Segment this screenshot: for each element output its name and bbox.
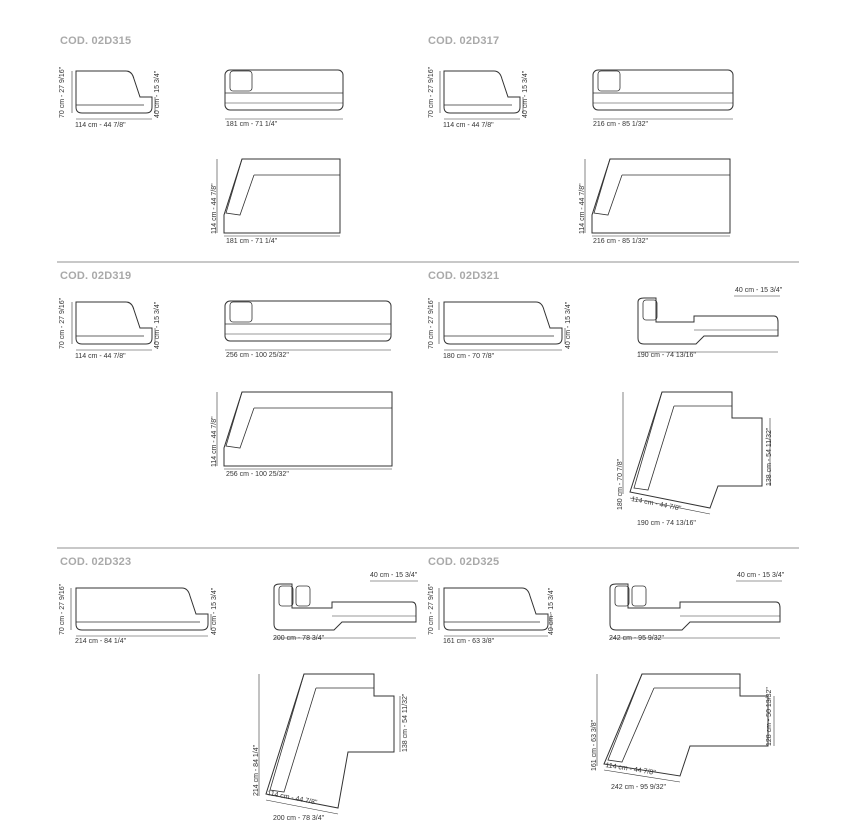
dim-front-height: 70 cm - 27 9/16"	[59, 66, 66, 118]
section-divider	[57, 547, 799, 549]
dim-long-width: 242 cm - 95 9/32"	[609, 635, 665, 642]
plan-view	[262, 670, 412, 816]
dim-side-height: 40 cm - 15 3/4"	[211, 587, 218, 635]
section-code: COD. 02D315	[60, 35, 132, 47]
dim-front-height: 70 cm - 27 9/16"	[428, 66, 435, 118]
dim-front-width: 161 cm - 63 3/8"	[443, 638, 495, 645]
dim-front-height: 70 cm - 27 9/16"	[428, 297, 435, 349]
section-code: COD. 02D321	[428, 270, 500, 282]
dim-plan-width: 216 cm - 85 1/32"	[593, 238, 649, 245]
dim-side-height: 40 cm - 15 3/4"	[154, 70, 161, 118]
side-elevation	[590, 65, 736, 121]
front-elevation	[68, 65, 158, 121]
dim-side-height: 40 cm - 15 3/4"	[565, 301, 572, 349]
section-code: COD. 02D325	[428, 556, 500, 568]
dim-plan-right: 138 cm - 54 11/32"	[766, 427, 773, 486]
plan-view	[220, 388, 396, 470]
dim-front-width: 180 cm - 70 7/8"	[443, 353, 495, 360]
dim-long-width: 190 cm - 74 13/16"	[637, 352, 696, 359]
dim-front-height: 70 cm - 27 9/16"	[59, 297, 66, 349]
dim-plan-depth: 114 cm - 44 7/8"	[579, 183, 586, 234]
dim-plan-depth: 114 cm - 44 7/8"	[211, 416, 218, 467]
side-elevation	[222, 296, 394, 352]
side-elevation	[222, 65, 346, 121]
dim-plan-left: 214 cm - 84 1/4"	[253, 744, 260, 796]
dim-front-width: 114 cm - 44 7/8"	[75, 122, 126, 129]
dim-front-height: 70 cm - 27 9/16"	[59, 583, 66, 635]
dim-top-depth: 40 cm - 15 3/4"	[737, 572, 785, 579]
plan-view	[600, 670, 786, 788]
dim-top-depth: 40 cm - 15 3/4"	[370, 572, 418, 579]
front-elevation	[68, 582, 214, 638]
section-code: COD. 02D319	[60, 270, 132, 282]
dim-plan-width: 181 cm - 71 1/4"	[226, 238, 278, 245]
dim-plan-depth: 114 cm - 44 7/8"	[211, 183, 218, 234]
dim-front-width: 114 cm - 44 7/8"	[443, 122, 494, 129]
section-code: COD. 02D323	[60, 556, 132, 568]
dim-plan-right: 128 cm - 50 13/32"	[766, 687, 773, 746]
dim-plan-width: 256 cm - 100 25/32"	[226, 471, 289, 478]
plan-view	[220, 155, 344, 237]
dim-plan-bottom: 190 cm - 74 13/16"	[637, 520, 696, 527]
dim-plan-left: 180 cm - 70 7/8"	[617, 458, 624, 510]
front-elevation	[68, 296, 158, 352]
section-code: COD. 02D317	[428, 35, 500, 47]
side-elevation	[270, 580, 420, 640]
dim-front-width: 114 cm - 44 7/8"	[75, 353, 126, 360]
dim-side-height: 40 cm - 15 3/4"	[154, 301, 161, 349]
dim-plan-bottom: 242 cm - 95 9/32"	[611, 784, 667, 791]
dim-plan-left: 161 cm - 63 3/8"	[591, 719, 598, 771]
dim-plan-right: 138 cm - 54 11/32"	[402, 693, 409, 752]
front-elevation	[436, 296, 568, 352]
front-elevation	[436, 65, 526, 121]
dim-top-depth: 40 cm - 15 3/4"	[735, 287, 783, 294]
plan-view	[626, 388, 786, 512]
side-elevation	[634, 294, 782, 354]
dim-long-width: 216 cm - 85 1/32"	[593, 121, 649, 128]
dim-side-height: 40 cm - 15 3/4"	[522, 70, 529, 118]
dim-plan-bottom: 200 cm - 78 3/4"	[273, 815, 325, 822]
dim-front-height: 70 cm - 27 9/16"	[428, 583, 435, 635]
side-elevation	[606, 580, 784, 640]
dim-side-height: 40 cm - 15 3/4"	[548, 587, 555, 635]
dim-front-width: 214 cm - 84 1/4"	[75, 638, 127, 645]
dim-long-width: 200 cm - 78 3/4"	[273, 635, 325, 642]
section-divider	[57, 261, 799, 263]
dim-long-width: 256 cm - 100 25/32"	[226, 352, 289, 359]
front-elevation	[436, 582, 554, 638]
dim-long-width: 181 cm - 71 1/4"	[226, 121, 278, 128]
plan-view	[588, 155, 734, 237]
